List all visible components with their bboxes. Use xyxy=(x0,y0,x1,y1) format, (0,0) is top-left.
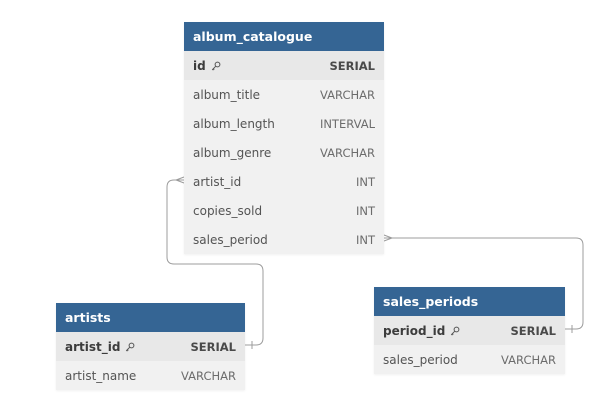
field-name: sales_period xyxy=(193,232,268,247)
field-type: INT xyxy=(355,203,375,218)
table-header[interactable]: sales_periods xyxy=(374,287,565,316)
crowfoot-many-marker xyxy=(174,176,185,184)
field-name: artist_id xyxy=(193,174,242,189)
field-name: copies_sold xyxy=(193,203,263,218)
field-type: VARCHAR xyxy=(320,87,375,102)
field-type: INT xyxy=(355,232,375,247)
field-type: SERIAL xyxy=(190,339,236,354)
table-album-catalogue[interactable]: album_catalogue id SERIAL album_title VA… xyxy=(184,22,384,254)
table-sales-periods[interactable]: sales_periods period_id SERIAL sales_per… xyxy=(374,287,565,374)
field-row-copies-sold[interactable]: copies_sold INT xyxy=(184,196,384,225)
table-header[interactable]: artists xyxy=(56,303,245,332)
field-name: album_title xyxy=(193,87,261,102)
field-row-sales-period[interactable]: sales_period INT xyxy=(184,225,384,254)
field-type: VARCHAR xyxy=(501,352,556,367)
field-row-artist-id[interactable]: artist_id SERIAL xyxy=(56,332,245,361)
field-row-artist-id[interactable]: artist_id INT xyxy=(184,167,384,196)
field-row-period-id[interactable]: period_id SERIAL xyxy=(374,316,565,345)
field-name: sales_period xyxy=(383,352,458,367)
field-row-album-genre[interactable]: album_genre VARCHAR xyxy=(184,138,384,167)
field-type: INTERVAL xyxy=(319,116,375,131)
field-row-album-title[interactable]: album_title VARCHAR xyxy=(184,80,384,109)
field-row-album-length[interactable]: album_length INTERVAL xyxy=(184,109,384,138)
key-icon xyxy=(125,342,135,352)
field-name: id xyxy=(193,58,206,73)
field-row-id[interactable]: id SERIAL xyxy=(184,51,384,80)
field-name: album_genre xyxy=(193,145,272,160)
key-icon xyxy=(211,61,221,71)
field-type: SERIAL xyxy=(510,323,556,338)
field-row-sales-period[interactable]: sales_period VARCHAR xyxy=(374,345,565,374)
field-row-artist-name[interactable]: artist_name VARCHAR xyxy=(56,361,245,390)
field-type: SERIAL xyxy=(329,58,375,73)
field-name: artist_id xyxy=(65,339,121,354)
table-artists[interactable]: artists artist_id SERIAL artist_name VAR… xyxy=(56,303,245,390)
key-icon xyxy=(450,326,460,336)
field-type: INT xyxy=(355,174,375,189)
field-type: VARCHAR xyxy=(181,368,236,383)
field-name: artist_name xyxy=(65,368,137,383)
table-header[interactable]: album_catalogue xyxy=(184,22,384,51)
crowfoot-many-marker xyxy=(383,234,394,242)
field-type: VARCHAR xyxy=(320,145,375,160)
field-name: period_id xyxy=(383,323,446,338)
field-name: album_length xyxy=(193,116,275,131)
